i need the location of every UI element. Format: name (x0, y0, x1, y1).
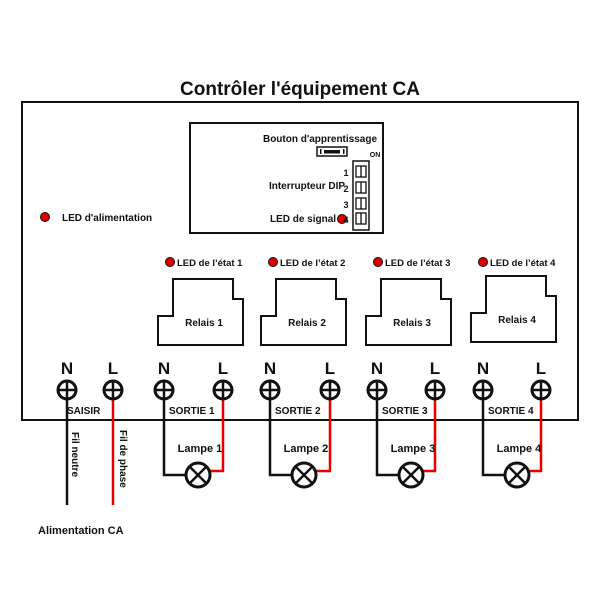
output-label: SORTIE 3 (382, 406, 428, 417)
learn-button[interactable] (316, 146, 348, 157)
terminal-label: L (325, 359, 335, 378)
output-neutral-wire (375, 399, 399, 477)
dip-number: 3 (343, 200, 348, 210)
status-led-3 (373, 257, 383, 267)
receiver-module (189, 122, 384, 234)
signal-led (337, 214, 347, 224)
terminal-label: L (430, 359, 440, 378)
output-label: SORTIE 4 (488, 406, 534, 417)
neutral-wire-label: Fil neutre (69, 432, 80, 477)
output-2-terminal-n[interactable] (259, 379, 281, 401)
relay-label: Relais 1 (185, 318, 223, 329)
input-label: SAISIR (67, 406, 101, 417)
terminal-label: L (218, 359, 228, 378)
output-3-terminal-l[interactable] (424, 379, 446, 401)
status-led-2 (268, 257, 278, 267)
lamp-4-icon (503, 461, 531, 489)
output-1-terminal-l[interactable] (212, 379, 234, 401)
terminal-label: L (108, 359, 118, 378)
learn-button-label: Bouton d'apprentissage (263, 134, 377, 145)
terminal-label: N (264, 359, 276, 378)
dip-number: 1 (343, 168, 348, 178)
relay-1 (157, 278, 244, 346)
relay-4 (470, 275, 557, 343)
terminal-label: N (61, 359, 73, 378)
lamp-2-icon (290, 461, 318, 489)
lamp-label: Lampe 1 (178, 443, 223, 455)
output-phase-wire (423, 399, 437, 473)
dip-number: 4 (343, 215, 348, 225)
output-label: SORTIE 1 (169, 406, 215, 417)
relay-3 (365, 278, 452, 346)
output-phase-wire (210, 399, 225, 473)
relay-label: Relais 3 (393, 318, 431, 329)
dip-switch-1[interactable] (355, 165, 367, 178)
status-led-label: LED de l’état 2 (280, 258, 345, 269)
output-neutral-wire (481, 399, 505, 477)
lamp-label: Lampe 4 (497, 443, 543, 455)
diagram-title: Contrôler l'équipement CA (180, 79, 420, 100)
status-led-1 (165, 257, 175, 267)
output-3-terminal-n[interactable] (366, 379, 388, 401)
lamp-1-icon (184, 461, 212, 489)
controller-enclosure (21, 101, 579, 421)
input-terminal-l[interactable] (102, 379, 124, 401)
terminal-label: N (158, 359, 170, 378)
output-4-terminal-n[interactable] (472, 379, 494, 401)
relay-label: Relais 2 (288, 318, 326, 329)
dip-number: 2 (343, 184, 348, 194)
output-neutral-wire (268, 399, 292, 477)
dip-on-label: ON (370, 152, 381, 159)
relay-2 (260, 278, 347, 346)
status-led-label: LED de l’état 4 (490, 258, 556, 269)
terminal-label: N (477, 359, 489, 378)
status-led-4 (478, 257, 488, 267)
phase-wire-label: Fil de phase (117, 430, 128, 488)
dip-switch-block (352, 160, 370, 231)
output-4-terminal-l[interactable] (530, 379, 552, 401)
supply-label: Alimentation CA (38, 525, 124, 537)
relay-label: Relais 4 (498, 315, 536, 326)
status-led-label: LED de l’état 1 (177, 258, 243, 269)
input-terminal-n[interactable] (56, 379, 78, 401)
output-2-terminal-l[interactable] (319, 379, 341, 401)
output-neutral-wire (162, 399, 186, 477)
lamp-label: Lampe 3 (391, 443, 436, 455)
status-led-label: LED de l’état 3 (385, 258, 450, 269)
lamp-label: Lampe 2 (284, 443, 329, 455)
terminal-label: L (536, 359, 546, 378)
output-phase-wire (529, 399, 543, 473)
output-phase-wire (316, 399, 332, 473)
dip-switch-2[interactable] (355, 181, 367, 194)
signal-led-label: LED de signal (270, 214, 336, 225)
output-1-terminal-n[interactable] (153, 379, 175, 401)
output-label: SORTIE 2 (275, 406, 321, 417)
power-led (40, 212, 50, 222)
dip-switch-3[interactable] (355, 197, 367, 210)
dip-switch-label: Interrupteur DIP (269, 181, 345, 192)
terminal-label: N (371, 359, 383, 378)
lamp-3-icon (397, 461, 425, 489)
power-led-label: LED d'alimentation (62, 213, 152, 224)
dip-switch-4[interactable] (355, 212, 367, 225)
